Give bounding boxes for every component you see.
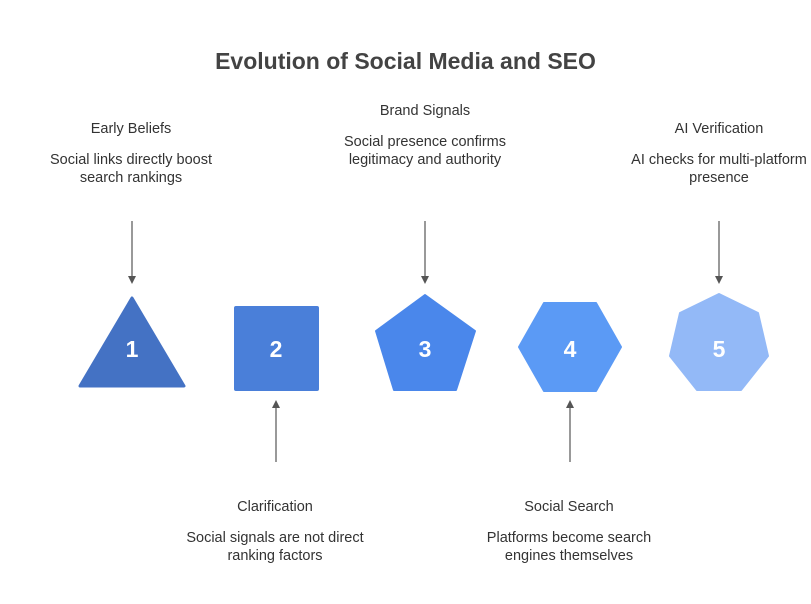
step-2-label: Clarification <box>237 499 313 515</box>
hexagon-icon <box>518 302 622 392</box>
step-5-label: AI Verification <box>674 121 764 137</box>
step-3-description: Social presence confirms legitimacy and … <box>344 134 506 168</box>
step-4-description: Platforms become search engines themselv… <box>486 530 652 564</box>
step-5-number: 5 <box>713 336 726 362</box>
square-icon <box>234 306 319 391</box>
step-1-label: Early Beliefs <box>90 121 172 137</box>
step-2-description: Social signals are not direct ranking fa… <box>186 530 364 564</box>
step-1-description: Social links directly boost search ranki… <box>50 152 212 186</box>
step-3-number: 3 <box>419 336 432 362</box>
step-3-label: Brand Signals <box>379 103 471 119</box>
triangle-icon <box>78 296 186 388</box>
step-5-description: AI checks for multi-platform presence <box>631 152 807 186</box>
heptagon-icon <box>669 293 769 391</box>
step-4-label: Social Search <box>524 499 614 515</box>
diagram-title: Evolution of Social Media and SEO <box>215 48 596 74</box>
step-4-number: 4 <box>564 336 577 362</box>
step-1-number: 1 <box>126 336 139 362</box>
pentagon-icon <box>375 294 476 391</box>
step-2-number: 2 <box>270 336 283 362</box>
